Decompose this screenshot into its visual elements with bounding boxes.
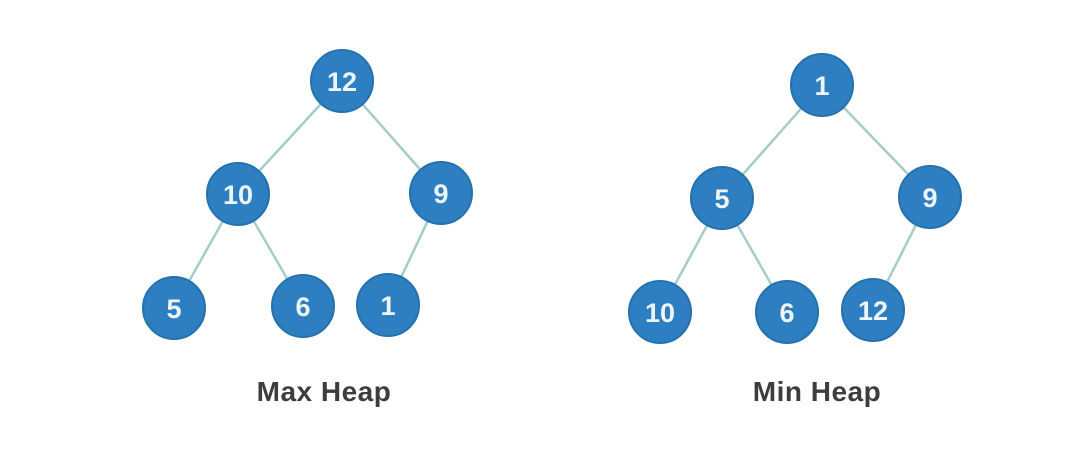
- heap-node-min-heap-10: 10: [628, 280, 692, 344]
- max-heap-label: Max Heap: [256, 376, 392, 407]
- heap-node-min-heap-6: 6: [755, 280, 819, 344]
- heap-node-max-heap-5: 5: [142, 276, 206, 340]
- node-value: 9: [433, 179, 448, 209]
- heap-node-max-heap-12: 12: [310, 49, 374, 113]
- node-value: 12: [858, 296, 888, 326]
- node-value: 5: [714, 184, 729, 214]
- node-circle: [898, 165, 962, 229]
- heap-node-max-heap-6: 6: [271, 274, 335, 338]
- heap-node-max-heap-10: 10: [206, 162, 270, 226]
- node-value: 5: [166, 294, 181, 324]
- node-value: 10: [645, 298, 675, 328]
- node-circle: [409, 161, 473, 225]
- node-value: 1: [814, 71, 829, 101]
- node-circle: [271, 274, 335, 338]
- heap-node-min-heap-1: 1: [790, 53, 854, 117]
- node-value: 9: [922, 183, 937, 213]
- node-circle: [628, 280, 692, 344]
- node-value: 6: [295, 292, 310, 322]
- heap-node-max-heap-9: 9: [409, 161, 473, 225]
- heap-node-min-heap-9: 9: [898, 165, 962, 229]
- node-value: 1: [380, 291, 395, 321]
- node-value: 6: [779, 298, 794, 328]
- node-circle: [790, 53, 854, 117]
- node-circle: [755, 280, 819, 344]
- node-circle: [356, 273, 420, 337]
- heap-node-min-heap-5: 5: [690, 166, 754, 230]
- node-circle: [690, 166, 754, 230]
- node-circle: [142, 276, 206, 340]
- heap-node-max-heap-1: 1: [356, 273, 420, 337]
- node-circle: [206, 162, 270, 226]
- min-heap-label: Min Heap: [752, 376, 882, 407]
- node-value: 10: [223, 180, 253, 210]
- node-circle: [841, 278, 905, 342]
- node-circle: [310, 49, 374, 113]
- heap-node-min-heap-12: 12: [841, 278, 905, 342]
- node-value: 12: [327, 67, 357, 97]
